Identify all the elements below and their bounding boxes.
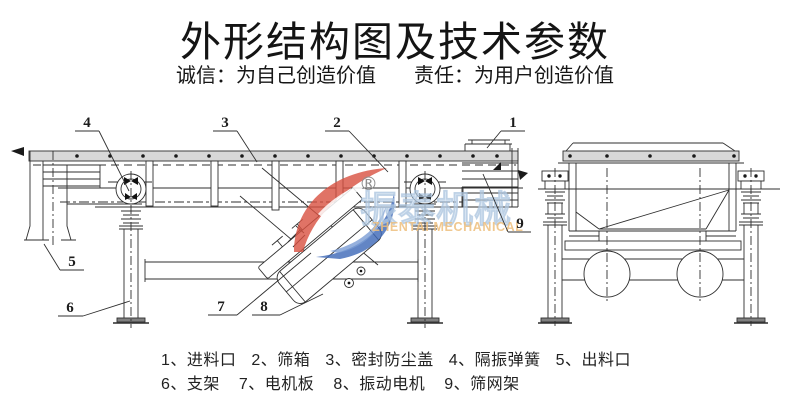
svg-text:4: 4 [83, 115, 91, 131]
end-box [538, 163, 780, 251]
callout-6: 6 [58, 300, 131, 317]
motor-end-bolts [287, 225, 366, 288]
svg-text:7: 7 [217, 299, 225, 315]
svg-text:1: 1 [509, 115, 517, 131]
svg-text:9: 9 [516, 216, 524, 232]
flow-arrow-left-icon [11, 147, 24, 156]
end-view [538, 142, 780, 326]
watermark-brand-en: ZHENTAI MECHANICAL [372, 220, 524, 234]
logo-blue-inner [330, 206, 386, 253]
slogan-line: 诚信：为自己创造价值 责任：为用户创造价值 [0, 59, 790, 88]
end-motors [583, 168, 724, 304]
svg-text:6: 6 [66, 300, 74, 316]
callout-9: 9 [482, 173, 531, 233]
support-leg-left [113, 171, 149, 328]
registered-mark-icon: ® [359, 173, 378, 195]
callout-7: 7 [208, 252, 312, 316]
callout-2: 2 [325, 115, 389, 173]
callout-8: 8 [252, 293, 324, 316]
outlet-chute [24, 151, 124, 247]
legend-item: 8、振动电机 [333, 376, 426, 393]
side-view [11, 139, 528, 328]
logo-blue-swoosh [316, 193, 395, 259]
legend-item: 3、密封防尘盖 [325, 352, 434, 369]
legend-item: 7、电机板 [238, 376, 315, 393]
logo-red-notch [318, 179, 377, 220]
svg-text:3: 3 [221, 115, 229, 131]
svg-text:8: 8 [260, 299, 268, 315]
slogan-right: 责任：为用户创造价值 [414, 65, 614, 87]
watermark: ® 振泰机械 ZHENTAI MECHANICAL [294, 168, 524, 259]
legend-row-2: 6、支架 7、电机板 8、振动电机 9、筛网架 [161, 373, 631, 396]
callout-labels: 1 2 3 4 5 6 7 [43, 115, 531, 317]
feed-inlet [461, 139, 528, 208]
legend-item: 9、筛网架 [444, 376, 520, 393]
callout-3: 3 [213, 115, 258, 163]
legend: 1、进料口 2、筛箱 3、密封防尘盖 4、隔振弹簧 5、出料口 6、支架 7、电… [161, 349, 631, 396]
callout-1: 1 [486, 115, 525, 149]
legend-item: 4、隔振弹簧 [448, 352, 541, 369]
svg-text:2: 2 [333, 115, 341, 131]
logo-red-swoosh [294, 168, 387, 252]
legend-row-1: 1、进料口 2、筛箱 3、密封防尘盖 4、隔振弹簧 5、出料口 [161, 349, 631, 372]
legend-item: 6、支架 [161, 376, 220, 393]
callout-5: 5 [43, 243, 84, 271]
end-cover [558, 142, 744, 164]
legend-item: 1、进料口 [161, 352, 237, 369]
legend-item: 2、筛箱 [251, 352, 311, 369]
legend-item: 5、出料口 [555, 352, 632, 369]
watermark-brand-cn: 振泰机械 [360, 189, 512, 230]
slogan-left: 诚信：为自己创造价值 [176, 65, 376, 87]
svg-text:5: 5 [68, 254, 76, 270]
page-title: 外形结构图及技术参数 [180, 19, 610, 65]
end-spring-left [538, 168, 572, 326]
end-spring-right [734, 168, 768, 326]
callout-4: 4 [75, 115, 130, 192]
